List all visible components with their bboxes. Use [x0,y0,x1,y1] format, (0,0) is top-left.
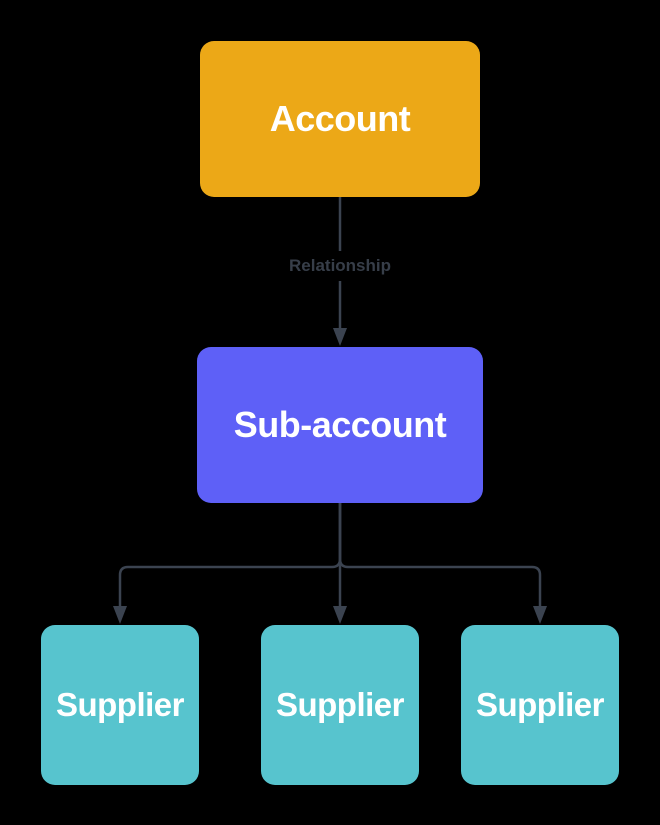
node-sub-account-label: Sub-account [233,404,447,445]
node-supplier-3: Supplier [461,625,619,785]
node-supplier-2-label: Supplier [275,686,405,723]
node-supplier-1-label: Supplier [55,686,185,723]
edge-subaccount-to-supplier-right [338,503,542,608]
node-account-label: Account [269,98,411,139]
arrowhead-subaccount [333,328,347,346]
arrowhead-supplier-right [533,606,547,624]
node-account: Account [200,41,480,197]
node-supplier-3-label: Supplier [475,686,605,723]
node-supplier-1: Supplier [41,625,199,785]
edge-label-relationship: Relationship [280,251,400,281]
arrowhead-supplier-middle [333,606,347,624]
node-supplier-2: Supplier [261,625,419,785]
arrowhead-supplier-left [113,606,127,624]
edge-subaccount-to-supplier-left [118,503,342,608]
node-sub-account: Sub-account [197,347,483,503]
